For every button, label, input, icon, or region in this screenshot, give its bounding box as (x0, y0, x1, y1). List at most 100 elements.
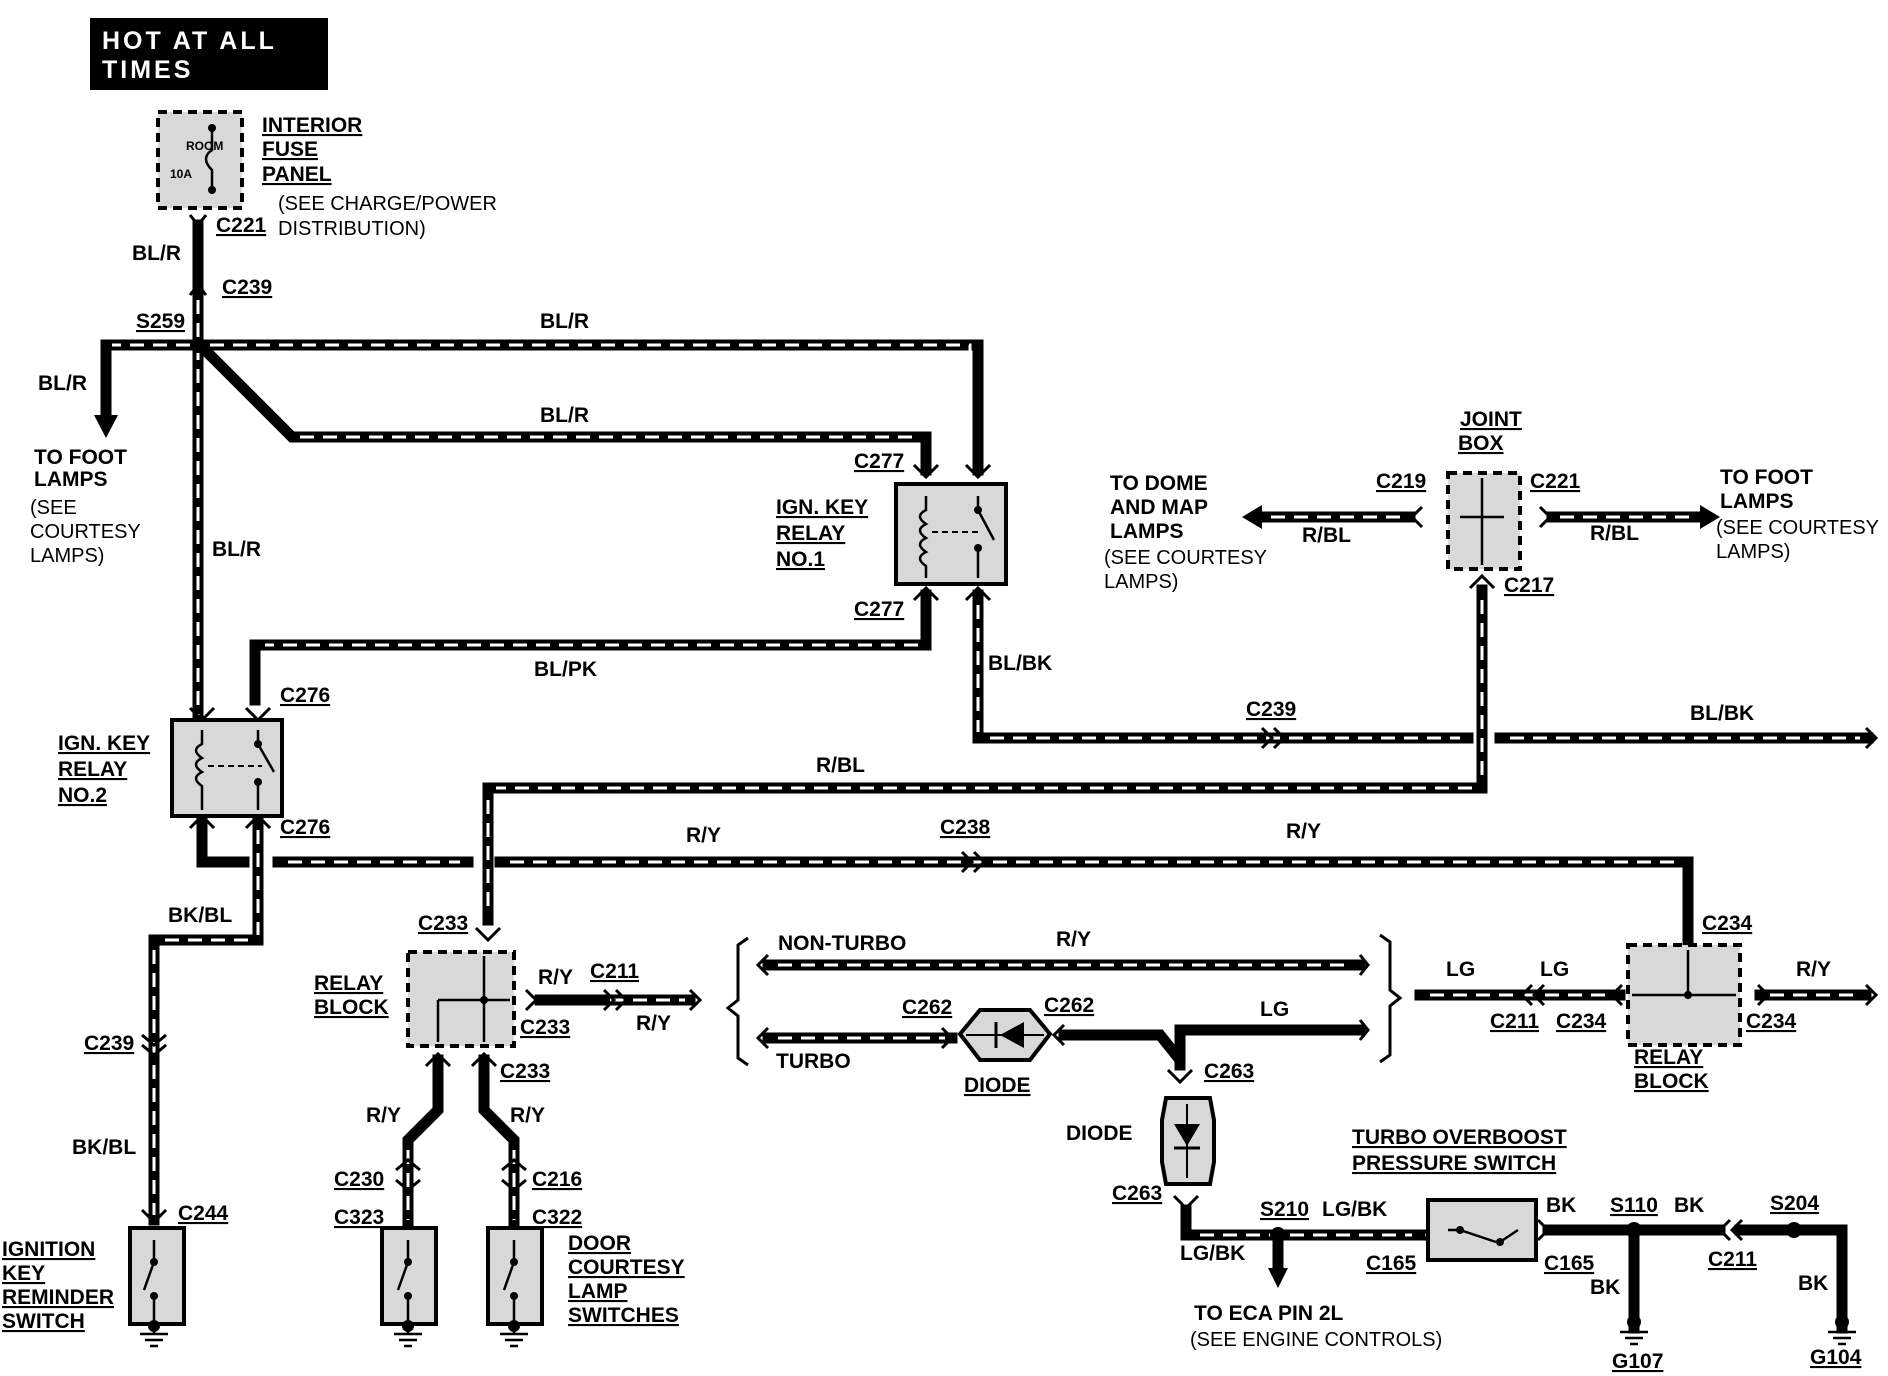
ign-key-relay-2 (170, 718, 284, 818)
wire-labels: BL/R BL/R BL/R BL/R BL/R BL/PK BL/BK BL/… (38, 242, 1831, 1299)
c276-bot-label: C276 (280, 816, 330, 839)
fuse-panel-note-2: DISTRIBUTION) (278, 218, 426, 240)
wire-bl-bk-2: BL/BK (1690, 702, 1754, 725)
turbo-switch-label-2: PRESSURE SWITCH (1352, 1152, 1556, 1175)
connector-labels: C221 C239 S259 C277 C277 C276 C276 C239 … (84, 214, 1862, 1373)
wire-lg-2: LG (1446, 958, 1475, 981)
wire-r-y-8: R/Y (510, 1104, 545, 1127)
s204-label: S204 (1770, 1192, 1819, 1215)
g104-label: G104 (1810, 1346, 1862, 1369)
c211-rb-label: C211 (590, 960, 639, 983)
s110-label: S110 (1610, 1194, 1658, 1217)
dome-label-2: AND MAP (1110, 496, 1208, 519)
foot-left-1: TO FOOT (34, 446, 127, 469)
c233-bot-label: C233 (500, 1060, 550, 1083)
door-switch-left (380, 1226, 438, 1348)
c238-label: C238 (940, 816, 991, 839)
c263-bot-label: C263 (1112, 1182, 1162, 1205)
eca-label: TO ECA PIN 2L (1194, 1302, 1344, 1325)
ground-symbols (1620, 1315, 1856, 1346)
c263-top-label: C263 (1204, 1060, 1254, 1083)
turbo-overboost-switch (1426, 1198, 1538, 1262)
s259-dot (190, 337, 206, 353)
s210-dot (1270, 1227, 1286, 1243)
c262-left-label: C262 (902, 996, 952, 1019)
header-line-2: TIMES (102, 56, 193, 84)
header-badge: HOT AT ALL TIMES (90, 18, 328, 90)
ign-relay-1-label-2: RELAY (776, 522, 845, 545)
fuse-panel-label-3: PANEL (262, 163, 332, 186)
c239-top-label: C239 (222, 276, 272, 299)
door-switches-label-2: COURTESY (568, 1256, 685, 1279)
turbo-label: TURBO (776, 1050, 851, 1073)
door-switch-right (486, 1226, 544, 1348)
wire-bl-r-5: BL/R (212, 538, 261, 561)
dome-note-1: (SEE COURTESY (1104, 547, 1267, 569)
wire-r-y-3: R/Y (538, 966, 573, 989)
wire-r-y-6: R/Y (1796, 958, 1831, 981)
ignition-switch-label-3: REMINDER (2, 1286, 114, 1309)
door-switches-label-4: SWITCHES (568, 1304, 679, 1327)
foot-left-note-3: LAMPS) (30, 545, 104, 567)
ign-relay-2-label-2: RELAY (58, 758, 127, 781)
wire-bl-r-4: BL/R (38, 372, 87, 395)
eca-note: (SEE ENGINE CONTROLS) (1190, 1329, 1442, 1351)
fuse-panel-label-2: FUSE (262, 138, 318, 161)
c221-jb-label: C221 (1530, 470, 1581, 493)
foot-left-note-2: COURTESY (30, 521, 141, 543)
relay-block-left-2: BLOCK (314, 996, 389, 1019)
foot-left-note-1: (SEE (30, 497, 77, 519)
wire-bk-3: BK (1590, 1276, 1620, 1299)
diode-vertical (1160, 1096, 1216, 1186)
dome-label-1: TO DOME (1110, 472, 1208, 495)
c230-label: C230 (334, 1168, 384, 1191)
ign-key-relay-1 (894, 482, 1008, 586)
c233-top-label: C233 (418, 912, 468, 935)
foot-right-2: LAMPS (1720, 490, 1794, 513)
c165-right-label: C165 (1544, 1252, 1595, 1275)
ign-relay-1-label-1: IGN. KEY (776, 496, 868, 519)
wire-bk-4: BK (1798, 1272, 1828, 1295)
s204-dot (1786, 1222, 1802, 1238)
c217-label: C217 (1504, 574, 1554, 597)
c239-mid-label: C239 (1246, 698, 1296, 721)
relay-block-left-1: RELAY (314, 972, 383, 995)
c221-top-label: C221 (216, 214, 267, 237)
diode-v-label: DIODE (1066, 1122, 1133, 1145)
door-switches-label-3: LAMP (568, 1280, 628, 1303)
wire-bk-bl-1: BK/BL (168, 904, 232, 927)
diode-h-label: DIODE (964, 1074, 1031, 1097)
wire-lg-bk-1: LG/BK (1322, 1198, 1387, 1221)
fuse-name: ROOM (186, 139, 223, 153)
non-turbo-label: NON-TURBO (778, 932, 906, 955)
wire-r-y-1: R/Y (686, 824, 721, 847)
relay-block-left (406, 950, 516, 1048)
c239-left-label: C239 (84, 1032, 134, 1055)
foot-right-note-1: (SEE COURTESY (1716, 517, 1879, 539)
c234-top-label: C234 (1702, 912, 1753, 935)
foot-left-2: LAMPS (34, 468, 108, 491)
wire-lg-1: LG (1260, 998, 1289, 1021)
wire-r-bl-1: R/BL (816, 754, 865, 777)
c277-top-label: C277 (854, 450, 904, 473)
ignition-switch-label-4: SWITCH (2, 1310, 85, 1333)
c244-label: C244 (178, 1202, 229, 1225)
ignition-reminder-switch (128, 1226, 186, 1348)
relay-block-right (1626, 943, 1742, 1047)
header-line-1: HOT AT ALL (102, 27, 277, 55)
wire-bk-bl-2: BK/BL (72, 1136, 136, 1159)
door-switches-label-1: DOOR (568, 1232, 631, 1255)
wire-r-y-7: R/Y (366, 1104, 401, 1127)
ign-relay-1-label-3: NO.1 (776, 548, 825, 571)
relay-block-right-2: BLOCK (1634, 1070, 1709, 1093)
wire-bl-pk: BL/PK (534, 658, 597, 681)
fuse-panel-note-1: (SEE CHARGE/POWER (278, 193, 497, 215)
wire-bl-bk-1: BL/BK (988, 652, 1052, 675)
turbo-switch-label-1: TURBO OVERBOOST (1352, 1126, 1567, 1149)
dome-note-2: LAMPS) (1104, 571, 1178, 593)
wire-bk-2: BK (1674, 1194, 1704, 1217)
wire-r-y-5: R/Y (1056, 928, 1091, 951)
c323-label: C323 (334, 1206, 384, 1229)
ign-relay-2-label-3: NO.2 (58, 784, 107, 807)
